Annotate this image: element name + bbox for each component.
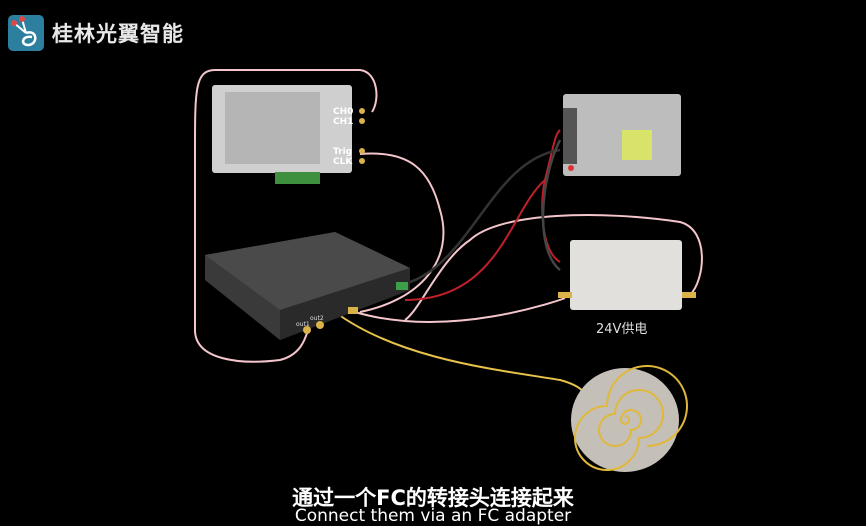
power-label: 24V供电 <box>596 322 647 337</box>
amplifier-module: 24V供电 <box>558 240 696 337</box>
spiral-coil <box>571 365 688 472</box>
port-trig-label: Trig <box>333 147 352 157</box>
brand-logo: 桂林光翼智能 <box>8 15 184 51</box>
port-out1-label: out1 <box>296 321 310 328</box>
port-ch1-label: CH1 <box>333 117 353 127</box>
power-supply <box>563 94 681 176</box>
subtitle-chinese: 通过一个FC的转接头连接起来 <box>292 486 574 510</box>
digitizer-card: CH0 CH1 Trig CLK <box>212 85 365 184</box>
brand-name: 桂林光翼智能 <box>52 22 184 46</box>
subtitle-english: Connect them via an FC adapter <box>294 506 572 526</box>
controller-box: out1 out2 <box>205 232 410 340</box>
port-clk-label: CLK <box>333 157 353 167</box>
logo-icon <box>8 15 44 51</box>
port-out2-label: out2 <box>310 315 324 322</box>
cables <box>194 69 703 416</box>
port-ch0-label: CH0 <box>333 107 353 117</box>
